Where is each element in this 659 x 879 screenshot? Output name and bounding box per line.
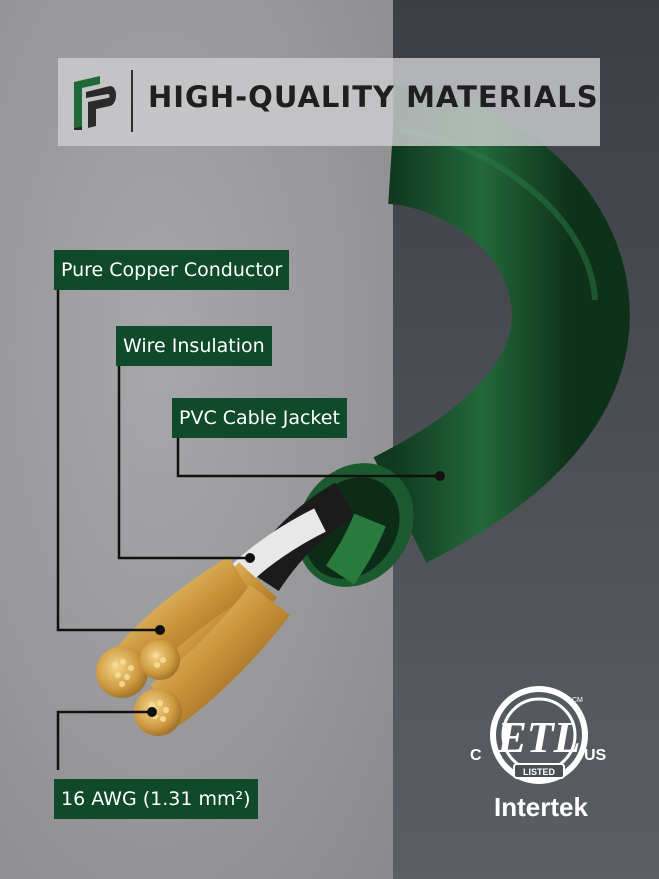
etl-c-text: C xyxy=(470,747,482,764)
header-divider xyxy=(131,70,133,132)
page-title: HIGH-QUALITY MATERIALS xyxy=(148,80,599,114)
leader-line-jacket xyxy=(176,438,440,478)
copper-strand-end xyxy=(134,688,182,736)
leader-line-copper xyxy=(56,290,160,632)
etl-mark-text: ETL xyxy=(496,713,580,762)
header-banner xyxy=(58,58,600,146)
callout-copper-conductor: Pure Copper Conductor xyxy=(54,250,290,290)
intertek-brand: Intertek xyxy=(494,792,588,822)
callout-wire-insulation: Wire Insulation xyxy=(116,326,272,366)
etl-us-text: US xyxy=(584,747,607,764)
callout-pvc-jacket: PVC Cable Jacket xyxy=(172,398,347,438)
callout-wire-gauge: 16 AWG (1.31 mm²) xyxy=(54,779,258,819)
cable-jacket xyxy=(373,86,630,563)
leader-line-gauge xyxy=(56,710,152,770)
brand-logo-icon xyxy=(74,76,116,130)
copper-strand-end xyxy=(96,646,148,698)
etl-listed-mark-icon: ETL CM LISTED C US xyxy=(470,686,607,784)
white-wire xyxy=(230,508,326,585)
etl-cm-text: CM xyxy=(572,697,583,704)
leader-line-insulation xyxy=(117,360,250,560)
etl-listed-text: LISTED xyxy=(523,767,556,777)
green-wire xyxy=(325,513,386,585)
background-stone-left xyxy=(0,0,393,879)
